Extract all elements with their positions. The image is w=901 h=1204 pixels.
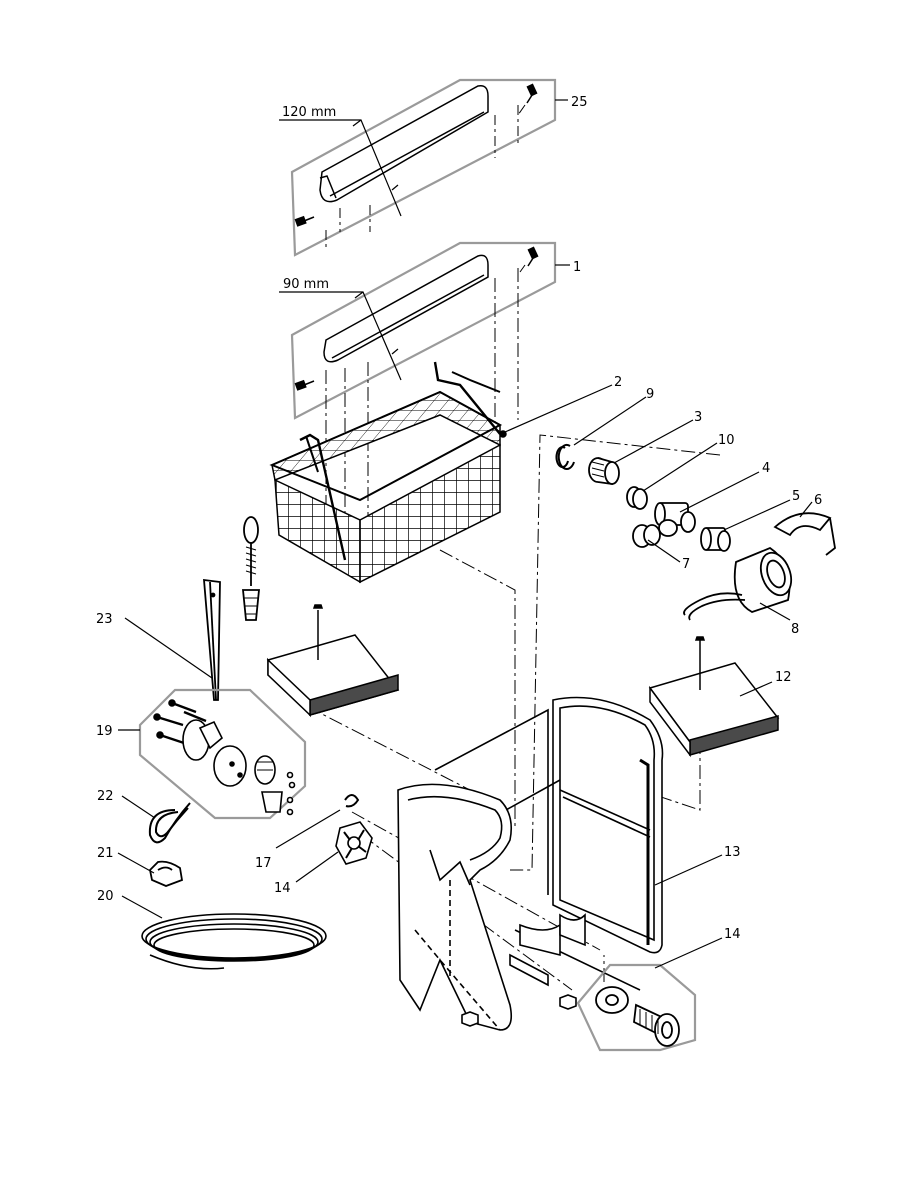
callout-23: 23 bbox=[96, 612, 113, 627]
leader-2 bbox=[504, 384, 613, 433]
leader-21 bbox=[117, 852, 155, 874]
fin-90mm bbox=[323, 254, 489, 363]
fitting-5 bbox=[700, 527, 731, 552]
callout-22: 22 bbox=[97, 789, 114, 804]
leader-14a bbox=[295, 851, 339, 883]
callout-19: 19 bbox=[96, 724, 113, 739]
leader-20 bbox=[121, 895, 163, 919]
group-box-14 bbox=[576, 963, 697, 1052]
hairpin-clip-22 bbox=[148, 802, 191, 844]
leader-14b bbox=[654, 937, 723, 969]
callout-4: 4 bbox=[762, 461, 770, 476]
group-box-19 bbox=[138, 688, 307, 820]
callout-3: 3 bbox=[694, 410, 702, 425]
callout-17: 17 bbox=[255, 856, 272, 871]
spring-clip-17 bbox=[344, 794, 360, 808]
filter-housing-13 bbox=[397, 696, 664, 1031]
callout-25: 25 bbox=[571, 95, 588, 110]
fin-90mm-screws bbox=[294, 246, 539, 391]
callout-14-impeller: 14 bbox=[274, 881, 291, 896]
dimension-label-90mm: 90 mm bbox=[283, 277, 329, 292]
callout-1: 1 bbox=[573, 260, 581, 275]
callout-7: 7 bbox=[682, 557, 690, 572]
leader-8 bbox=[759, 602, 791, 621]
clip-6 bbox=[773, 512, 836, 556]
weight-block-12 bbox=[648, 636, 780, 758]
leader-6 bbox=[799, 501, 813, 518]
leader-7 bbox=[647, 539, 681, 563]
impeller-14 bbox=[335, 821, 373, 865]
callout-21: 21 bbox=[97, 846, 114, 861]
ring-9 bbox=[555, 443, 575, 470]
leader-13 bbox=[654, 854, 723, 886]
clamp-21 bbox=[149, 860, 184, 887]
callout-6: 6 bbox=[814, 493, 822, 508]
fin-120mm-dimension-line bbox=[279, 119, 402, 217]
leader-10 bbox=[642, 442, 718, 492]
leader-3 bbox=[613, 419, 694, 464]
fitting-3 bbox=[588, 457, 620, 486]
weight-block-left bbox=[266, 604, 400, 718]
leader-5 bbox=[723, 499, 791, 531]
fin-120mm bbox=[319, 84, 489, 203]
leader-23 bbox=[124, 617, 213, 679]
ground-stake bbox=[203, 578, 221, 701]
callout-9: 9 bbox=[646, 387, 654, 402]
leader-4 bbox=[679, 471, 760, 513]
leader-12 bbox=[739, 681, 773, 697]
callout-5: 5 bbox=[792, 489, 800, 504]
eye-bolt bbox=[242, 516, 260, 621]
callout-12: 12 bbox=[775, 670, 792, 685]
group-box-fin-120 bbox=[290, 78, 557, 257]
filter-basket bbox=[269, 361, 507, 584]
callout-20: 20 bbox=[97, 889, 114, 904]
callout-10: 10 bbox=[718, 433, 735, 448]
ring-10 bbox=[626, 486, 648, 510]
inlet-fitting-14 bbox=[595, 986, 680, 1047]
fin-120mm-centerlines bbox=[325, 104, 526, 250]
fin-90mm-dimension-line bbox=[279, 291, 402, 381]
fitting-7 bbox=[632, 524, 661, 548]
callout-13: 13 bbox=[724, 845, 741, 860]
hose-coil-20 bbox=[141, 913, 327, 970]
pump-8 bbox=[683, 546, 793, 621]
tee-fitting-4 bbox=[654, 502, 696, 537]
callout-2: 2 bbox=[614, 375, 622, 390]
callout-8: 8 bbox=[791, 622, 799, 637]
dimension-label-120mm: 120 mm bbox=[282, 105, 336, 120]
group-box-fin-90 bbox=[290, 241, 557, 420]
impeller-kit-19 bbox=[153, 699, 296, 816]
fin-120mm-screws bbox=[294, 83, 538, 227]
leader-9 bbox=[573, 396, 647, 446]
leader-17 bbox=[275, 809, 341, 849]
callout-14-fitting: 14 bbox=[724, 927, 741, 942]
leader-22 bbox=[121, 795, 156, 819]
